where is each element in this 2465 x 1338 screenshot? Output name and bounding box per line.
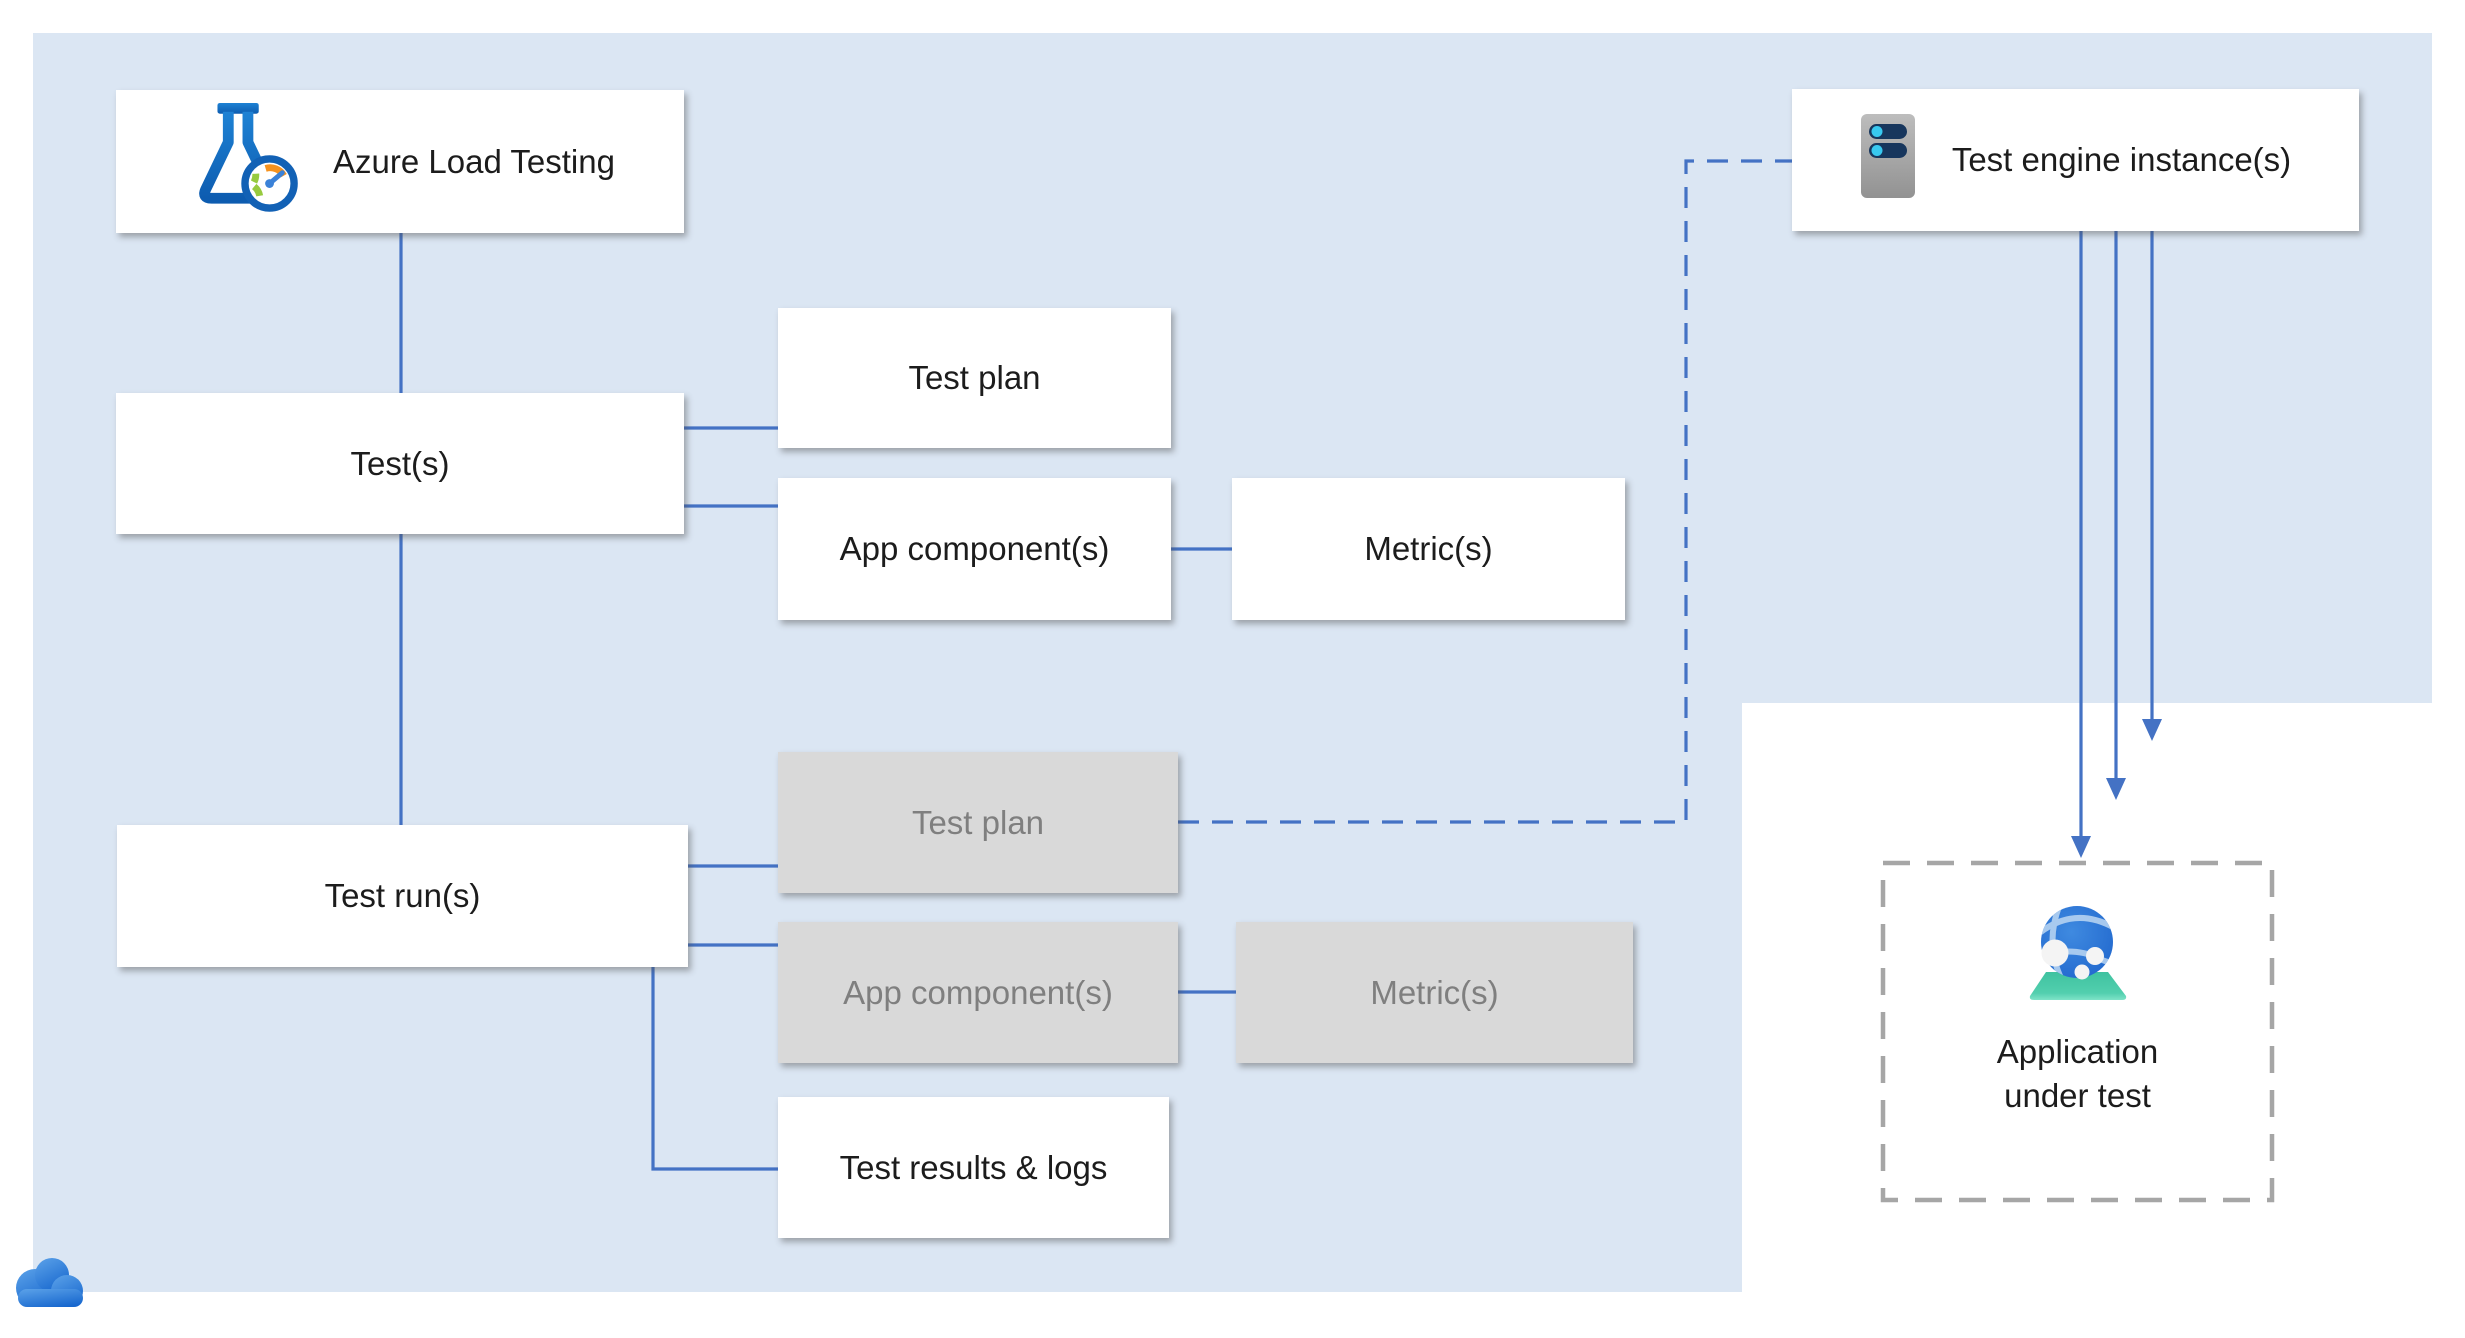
node-label: Test results & logs [839,1148,1108,1186]
node-label: App component(s) [839,530,1110,568]
node-metrics-run: Metric(s) [1236,922,1633,1063]
node-label-line1: Application [1996,1033,2159,1070]
node-application-under-test: Application under test [1880,860,2275,1203]
node-label: Metric(s) [1364,530,1493,568]
node-app-components: App component(s) [778,478,1171,620]
node-label: Test engine instance(s) [1951,141,2292,179]
web-app-globe-icon [2026,902,2130,1012]
node-label: App component(s) [843,973,1113,1011]
node-test-plan-run: Test plan [778,752,1178,893]
node-label-line2: under test [2004,1076,2151,1114]
node-test-plan: Test plan [778,308,1171,448]
node-test-results-logs: Test results & logs [778,1097,1169,1238]
node-label: Test run(s) [324,877,481,915]
node-label: Test(s) [350,444,450,482]
node-metrics: Metric(s) [1232,478,1625,620]
node-app-components-run: App component(s) [778,922,1178,1063]
node-tests: Test(s) [116,393,684,534]
dashed-border [1880,860,2275,1203]
azure-cloud-icon [12,1255,90,1318]
node-label: Azure Load Testing [333,142,615,180]
node-test-engine-instances: Test engine instance(s) [1792,89,2359,231]
node-label: Test plan [911,803,1045,841]
node-azure-load-testing: Azure Load Testing [116,90,684,233]
server-icon [1860,113,1916,208]
node-label: Metric(s) [1370,973,1499,1011]
node-label: Test plan [908,359,1041,397]
load-testing-flask-gauge-icon [185,101,303,222]
node-test-runs: Test run(s) [117,825,688,967]
